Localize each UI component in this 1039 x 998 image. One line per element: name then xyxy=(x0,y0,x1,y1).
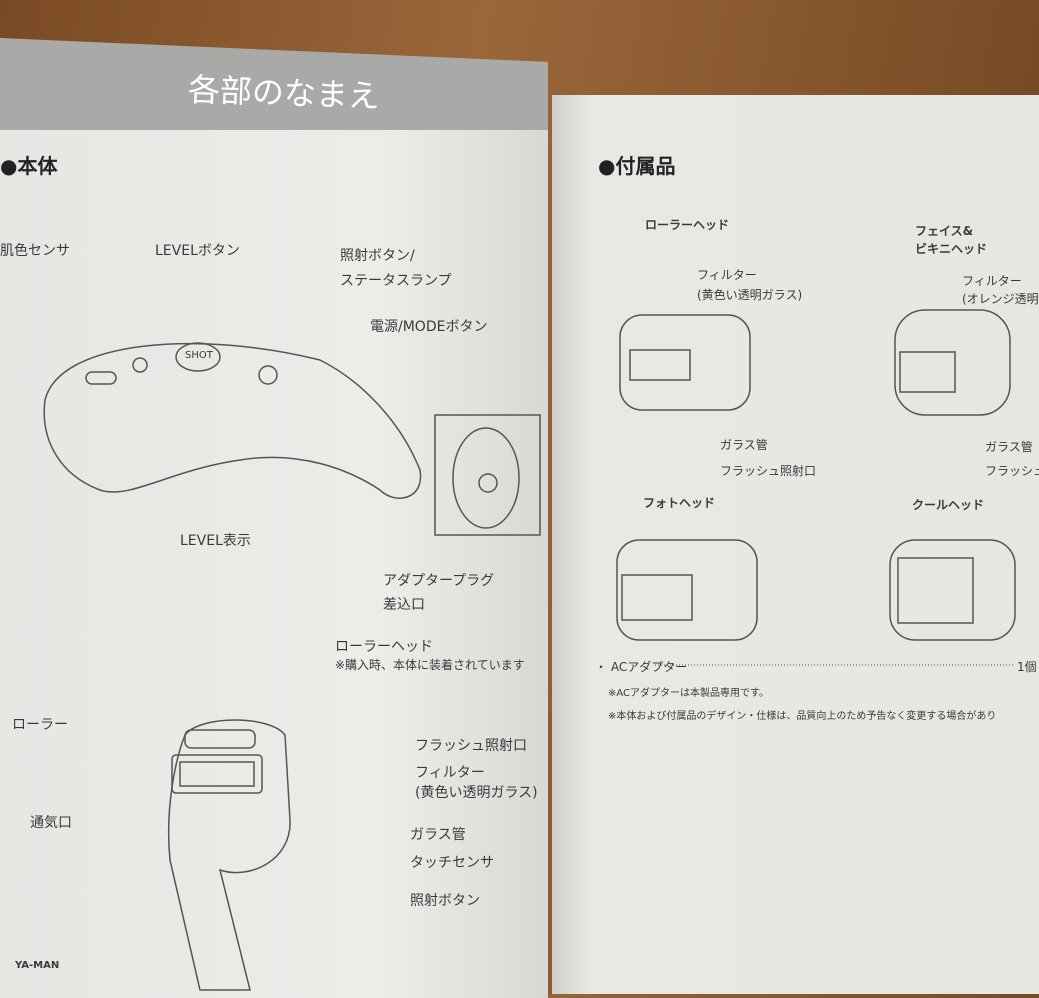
face-head-title-2: ビキニヘッド xyxy=(915,242,988,256)
face-head-title-1: フェイス& xyxy=(915,224,974,238)
face-glass-tube-label: ガラス管 xyxy=(985,440,1033,454)
photo-head-title: フォトヘッド xyxy=(643,496,716,510)
shot-button-print: SHOT xyxy=(185,350,213,361)
face-head-drawing xyxy=(894,309,1011,416)
page-title: 各部のなまえ xyxy=(187,70,381,116)
roller-head-title: ローラーヘッド xyxy=(645,218,730,232)
face-filter-note: (オレンジ透明 xyxy=(962,292,1039,306)
note-ac-adapter: ※ACアダプターは本製品専用です。 xyxy=(608,688,770,699)
roller-filter-label: フィルター xyxy=(697,268,757,282)
cool-head-drawing xyxy=(889,539,1016,641)
note-design-change: ※本体および付属品のデザイン・仕様は、品質向上のため予告なく変更する場合があり xyxy=(608,711,997,722)
label-power-button: 電源/MODEボタン xyxy=(370,319,488,335)
label-shot-button-2: 照射ボタン xyxy=(410,893,480,909)
brand-logo: YA-MAN xyxy=(15,960,60,971)
ac-adapter-qty: 1個 xyxy=(1017,660,1037,674)
label-status-lamp: ステータスランプ xyxy=(340,273,452,289)
label-filter-note: (黄色い透明ガラス) xyxy=(415,785,538,801)
left-page xyxy=(0,38,548,998)
label-glass-tube: ガラス管 xyxy=(410,827,466,843)
section-main-body: ●本体 xyxy=(0,154,58,178)
right-page xyxy=(552,95,1039,994)
label-level-button: LEVELボタン xyxy=(155,243,240,259)
photo-head-drawing xyxy=(616,539,758,641)
label-vent: 通気口 xyxy=(30,815,72,831)
device-body-drawing xyxy=(43,342,422,499)
roller-flash-label: フラッシュ照射口 xyxy=(720,464,817,478)
label-level-display: LEVEL表示 xyxy=(180,533,251,549)
roller-body-drawing xyxy=(167,719,291,991)
roller-filter-note: (黄色い透明ガラス) xyxy=(697,288,803,302)
face-flash-label: フラッシュ xyxy=(985,464,1039,478)
label-shot-button: 照射ボタン/ xyxy=(340,248,415,264)
label-filter: フィルター xyxy=(415,765,485,781)
label-skin-sensor: 肌色センサ xyxy=(0,243,70,259)
label-adapter-plug-2: 差込口 xyxy=(383,597,425,613)
ac-adapter-label: ・ ACアダプター xyxy=(595,660,688,674)
label-roller-head: ローラーヘッド xyxy=(335,639,433,655)
label-flash-window: フラッシュ照射口 xyxy=(415,738,527,754)
face-filter-label: フィルター xyxy=(962,274,1022,288)
roller-head-drawing xyxy=(619,314,751,411)
cool-head-title: クールヘッド xyxy=(912,498,985,512)
label-touch-sensor: タッチセンサ xyxy=(410,855,494,871)
section-accessories: ●付属品 xyxy=(598,154,676,178)
label-adapter-plug: アダプタープラグ xyxy=(383,573,495,589)
label-roller: ローラー xyxy=(12,717,68,733)
roller-glass-tube-label: ガラス管 xyxy=(720,438,768,452)
label-roller-head-note: ※購入時、本体に装着されています xyxy=(335,658,525,672)
